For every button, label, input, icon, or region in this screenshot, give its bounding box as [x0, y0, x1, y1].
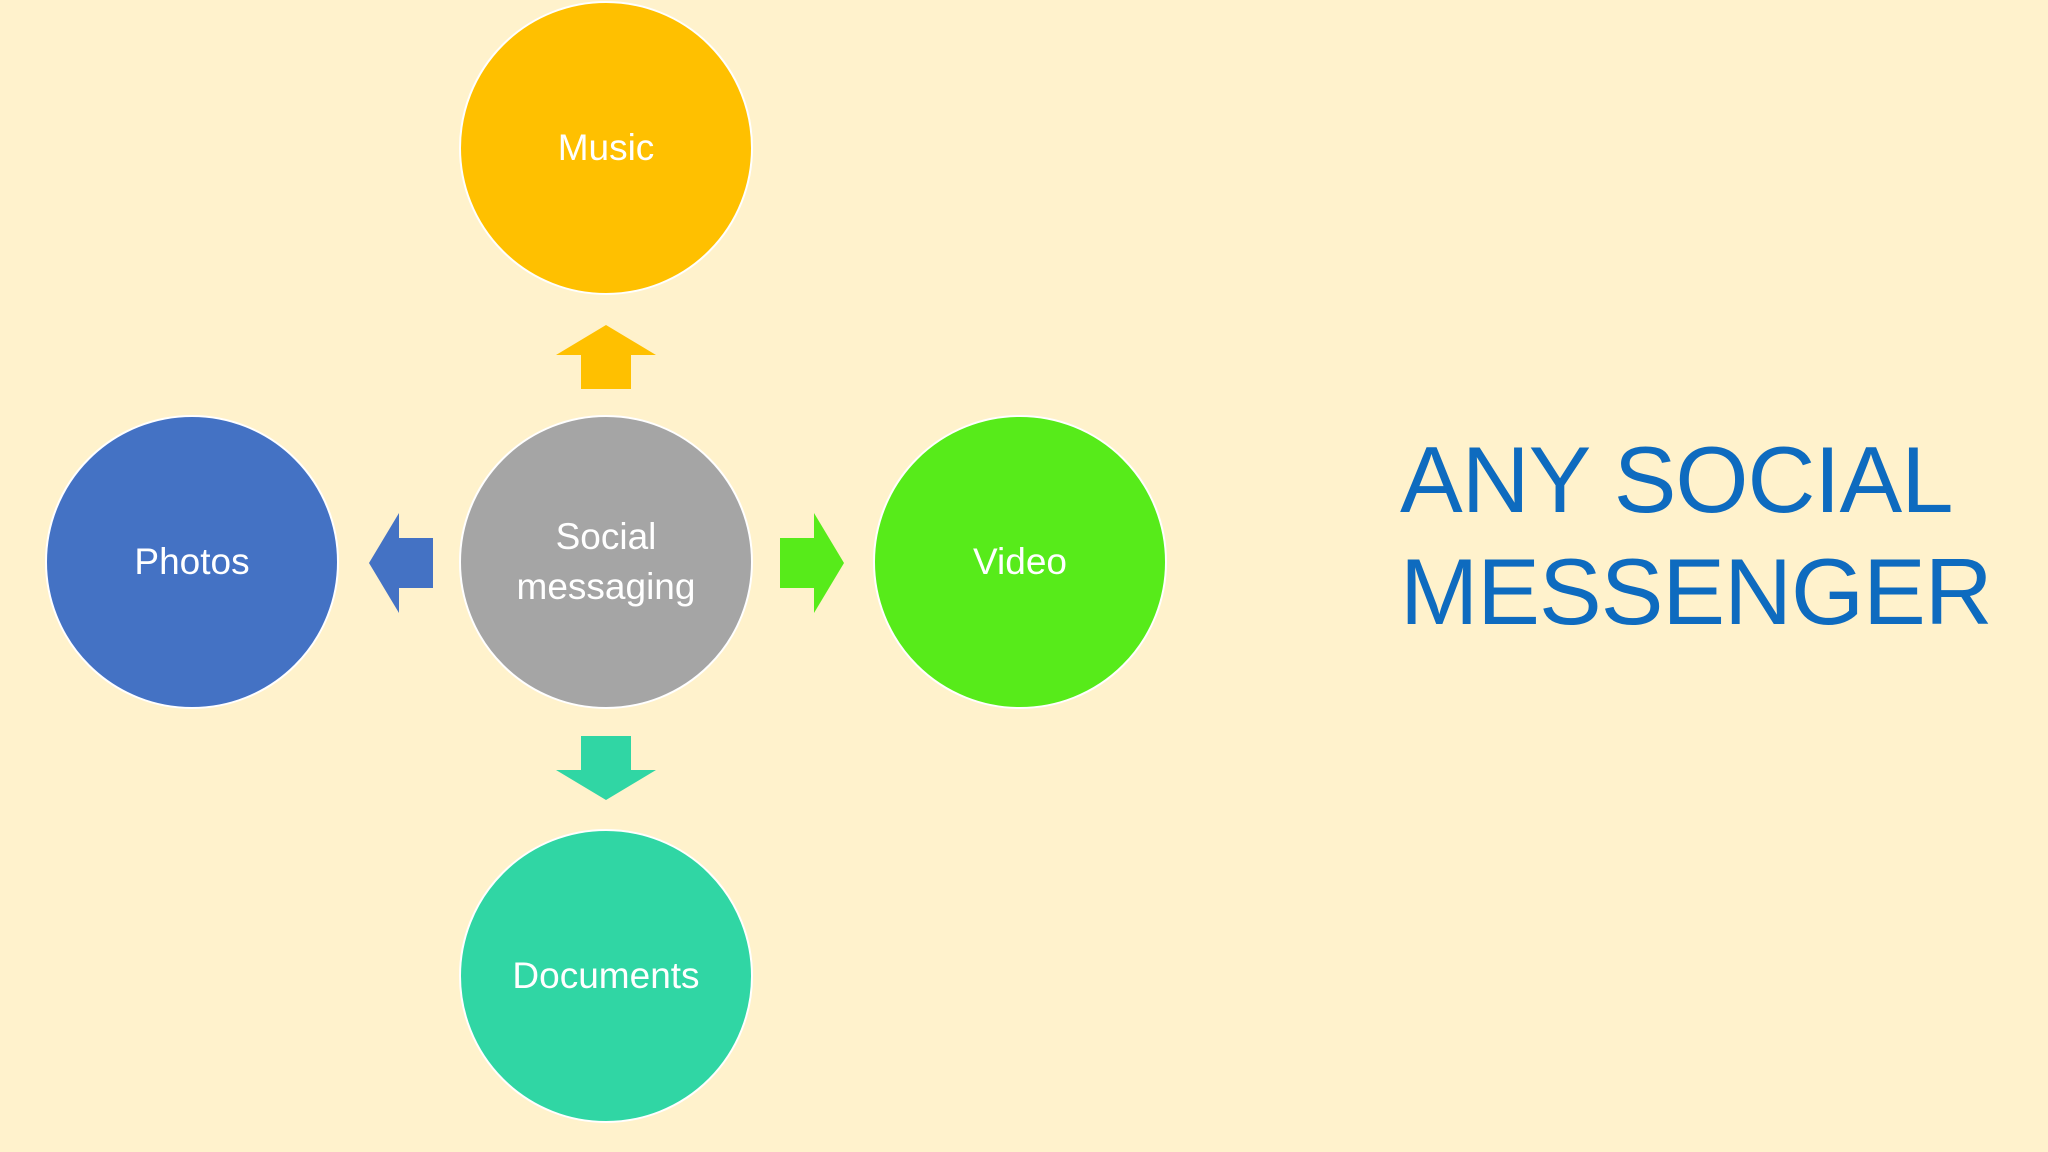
music-label: Music — [557, 127, 655, 169]
documents-node: Documents — [459, 829, 753, 1123]
arrow-up-icon — [556, 325, 656, 389]
photos-label: Photos — [134, 541, 250, 583]
photos-node: Photos — [45, 415, 339, 709]
arrow-left-icon — [369, 513, 433, 613]
social-messaging-node: Social messaging — [459, 415, 753, 709]
video-node: Video — [873, 415, 1167, 709]
headline: ANY SOCIAL MESSENGER — [1400, 424, 2000, 648]
video-label: Video — [973, 541, 1067, 583]
headline-line-1: ANY SOCIAL — [1400, 427, 1954, 532]
music-node: Music — [459, 1, 753, 295]
arrow-right-icon — [780, 513, 844, 613]
social-messaging-label: Social messaging — [516, 516, 696, 607]
documents-label: Documents — [512, 955, 700, 997]
arrow-down-icon — [556, 736, 656, 800]
headline-line-2: MESSENGER — [1400, 539, 1993, 644]
